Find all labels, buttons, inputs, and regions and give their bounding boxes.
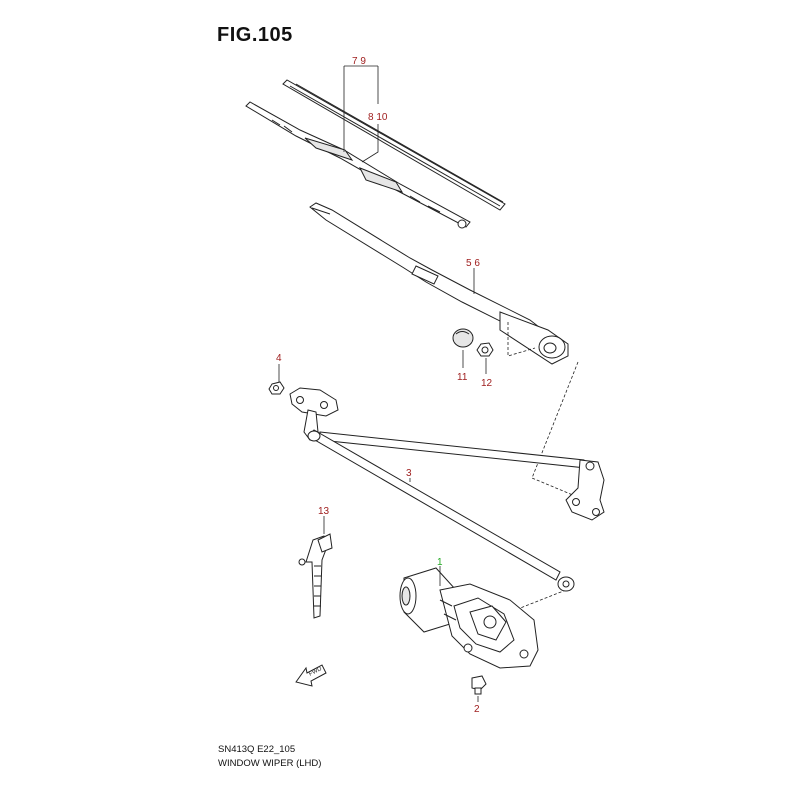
diagram-footer: SN413Q E22_105 WINDOW WIPER (LHD) (218, 743, 321, 771)
assembly-line-motor (499, 589, 567, 617)
callout-nut: 12 (481, 378, 493, 389)
nut-part-12[interactable] (476, 342, 494, 357)
bolt-part-4[interactable] (268, 381, 285, 395)
callout-arm: 5 6 (466, 258, 480, 269)
assembly-line-arm (507, 322, 536, 357)
callout-bolt-left: 4 (276, 353, 282, 364)
callout-blade: 7 9 (352, 56, 366, 67)
figure-title: FIG.105 (217, 24, 293, 46)
bolt-part-2[interactable] (471, 675, 487, 695)
wiper-blade[interactable] (245, 79, 506, 229)
cap-part-11[interactable] (452, 328, 474, 348)
diagram-description: WINDOW WIPER (LHD) (218, 758, 322, 769)
wiper-arm[interactable] (309, 202, 569, 365)
wiper-motor[interactable] (399, 567, 539, 669)
assembly-line-pivot (531, 361, 581, 499)
callout-linkage: 3 (406, 468, 412, 479)
callout-motor: 1 (437, 557, 443, 568)
callout-motor-bolt: 2 (474, 704, 480, 715)
leader-lines (278, 65, 487, 702)
fwd-arrow-icon: FWD (295, 664, 327, 687)
callout-cap: 11 (457, 372, 468, 383)
diagram-code: SN413Q E22_105 (218, 744, 296, 755)
clip-part-13[interactable] (298, 533, 333, 619)
linkage-assembly[interactable] (289, 387, 605, 592)
callout-blade-refill: 8 10 (368, 112, 388, 123)
callout-clip: 13 (318, 506, 330, 517)
